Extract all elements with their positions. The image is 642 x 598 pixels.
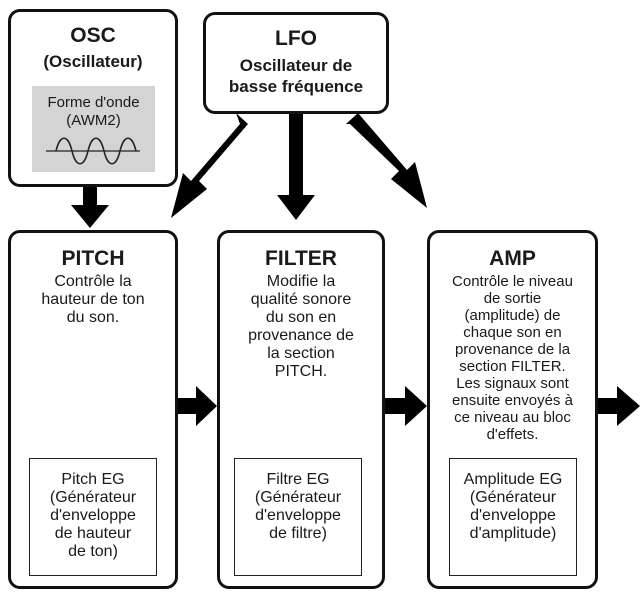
pitch-to-filter-arrow: [178, 386, 217, 426]
osc-title: OSC: [70, 24, 116, 47]
amp-block: AMP Contrôle le niveau de sortie (amplit…: [427, 230, 598, 589]
lfo-to-pitch-arrow: [171, 113, 248, 218]
amp-output-arrow: [598, 386, 640, 426]
lfo-to-amp-arrow: [346, 113, 427, 208]
amp-description: Contrôle le niveau de sortie (amplitude)…: [452, 273, 573, 443]
lfo-to-filter-arrow: [277, 114, 315, 220]
lfo-block: LFO Oscillateur de basse fréquence: [203, 12, 389, 114]
filter-eg-box: Filtre EG (Générateur d'enveloppe de fil…: [234, 458, 362, 576]
waveform-panel: Forme d'onde (AWM2): [32, 86, 155, 172]
amp-title: AMP: [489, 247, 536, 270]
filter-description: Modifie la qualité sonore du son en prov…: [248, 273, 354, 380]
pitch-eg-box: Pitch EG (Générateur d'enveloppe de haut…: [29, 458, 157, 576]
amp-eg-box: Amplitude EG (Générateur d'enveloppe d'a…: [449, 458, 577, 576]
pitch-description: Contrôle la hauteur de ton du son.: [41, 273, 145, 326]
sine-wave-icon: [46, 137, 140, 165]
osc-subtitle: (Oscillateur): [43, 52, 143, 71]
filter-to-amp-arrow: [385, 386, 427, 426]
osc-block: OSC (Oscillateur) Forme d'onde (AWM2): [8, 9, 178, 187]
pitch-title: PITCH: [61, 247, 125, 270]
lfo-title: LFO: [275, 27, 317, 50]
filter-block: FILTER Modifie la qualité sonore du son …: [217, 230, 385, 589]
waveform-label: Forme d'onde (AWM2): [47, 94, 140, 129]
lfo-subtitle: Oscillateur de basse fréquence: [228, 56, 364, 96]
pitch-block: PITCH Contrôle la hauteur de ton du son.…: [8, 230, 178, 589]
filter-title: FILTER: [265, 247, 337, 270]
osc-to-pitch-arrow: [71, 187, 109, 228]
